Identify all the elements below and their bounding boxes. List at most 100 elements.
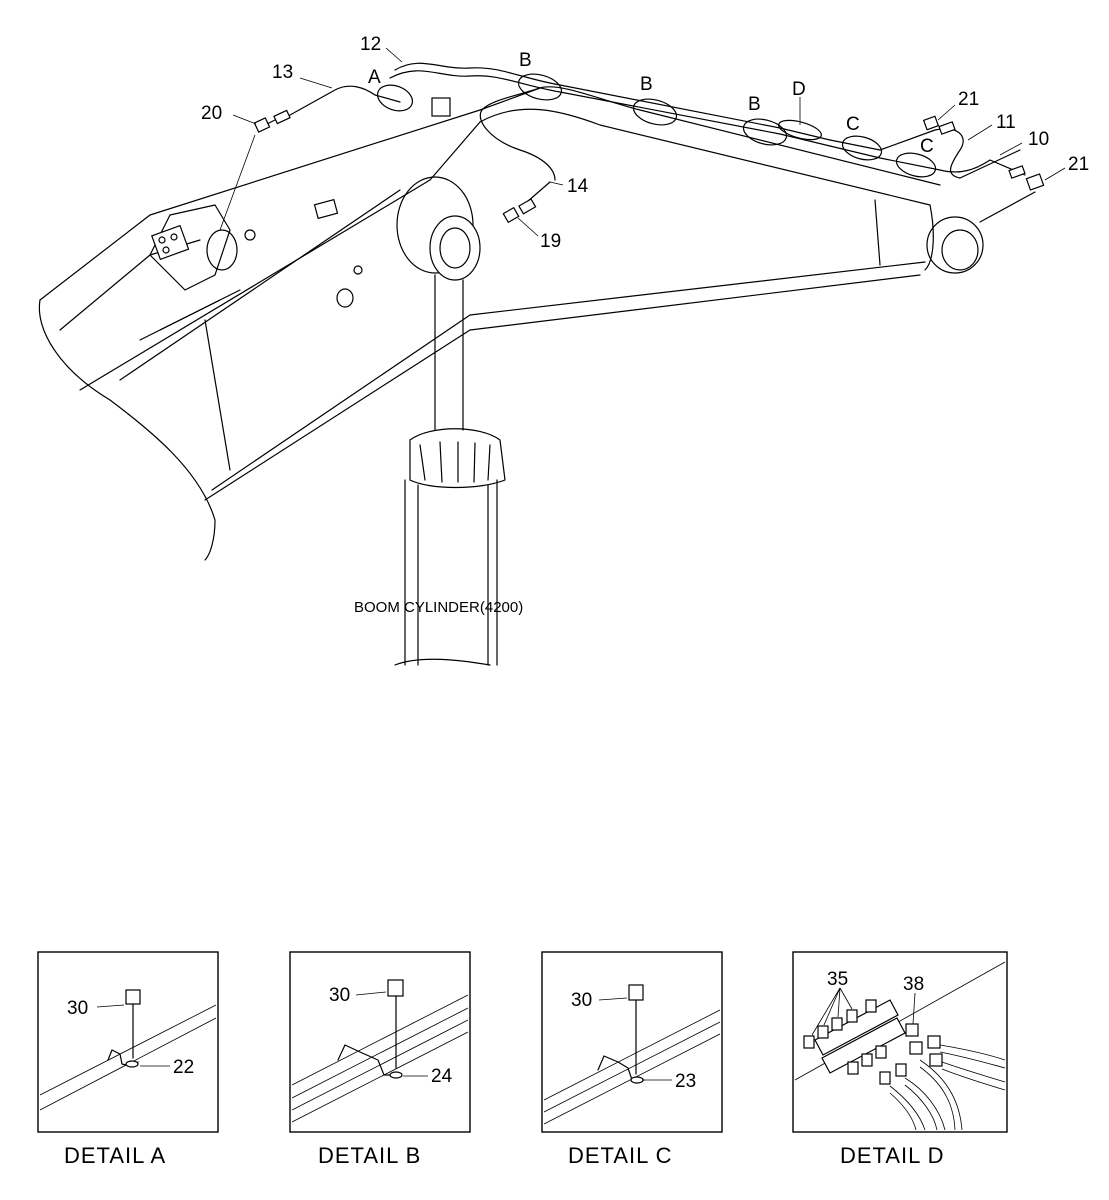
- callout-19: 19: [540, 231, 561, 252]
- detail-marker-a: A: [368, 67, 381, 88]
- fitting-13: [273, 109, 291, 125]
- leader: [811, 987, 841, 1036]
- callout-21-right: 21: [1068, 154, 1089, 175]
- junction-d: [778, 119, 822, 141]
- clamp-c1: [841, 135, 883, 161]
- boom-assembly: [38, 86, 984, 666]
- junction-block-lower: [821, 1017, 906, 1074]
- detail-b-frame: [289, 951, 471, 1133]
- detail-b-caption: DETAIL B: [318, 1143, 421, 1168]
- detail-marker-b1: B: [519, 50, 532, 71]
- fitting: [905, 1023, 919, 1037]
- leader-21b-tick: [1044, 167, 1066, 181]
- boom-outline-left: [38, 299, 216, 561]
- detail-d-callout-35: 35: [827, 969, 848, 990]
- detail-marker-c1: C: [846, 114, 860, 135]
- boom-bottom-edge: [204, 274, 921, 501]
- fitting: [909, 1041, 923, 1055]
- detail-a-caption: DETAIL A: [64, 1143, 166, 1168]
- washer: [125, 1060, 139, 1068]
- fitting: [861, 1053, 873, 1067]
- hose-13: [289, 85, 401, 116]
- leader: [355, 991, 387, 996]
- hose: [941, 1061, 1006, 1083]
- detail-b-callout-24: 24: [431, 1066, 453, 1087]
- detail-c: 30 23 DETAIL C: [541, 951, 723, 1168]
- leader: [96, 1004, 125, 1008]
- fitting-21a: [922, 115, 940, 131]
- fitting: [927, 1035, 941, 1049]
- clamp-block: [313, 198, 339, 220]
- detail-d-caption: DETAIL D: [840, 1143, 945, 1168]
- bolt-head-30: [387, 979, 404, 997]
- pipe-line: [543, 1021, 721, 1113]
- foot-bracket: [149, 204, 231, 291]
- hose-12b: [389, 70, 831, 147]
- detail-c-caption: DETAIL C: [568, 1143, 673, 1168]
- nut: [353, 265, 363, 275]
- pipe-line: [291, 994, 469, 1086]
- gland-ribs: [419, 441, 491, 483]
- clamp-a: [376, 84, 414, 112]
- boom-web-line-1: [204, 319, 231, 471]
- bolt-hole: [170, 233, 178, 241]
- leader-21a: [937, 104, 956, 121]
- detail-d-hoses: [889, 1044, 1006, 1131]
- detail-marker-b2: B: [640, 74, 653, 95]
- callout-14: 14: [567, 176, 589, 197]
- fitting-10: [1008, 165, 1026, 179]
- hose-14: [479, 87, 556, 181]
- fitting-14: [518, 198, 537, 215]
- callout-12: 12: [360, 34, 381, 55]
- clamp-c2: [895, 152, 937, 178]
- boom-outline-top: [39, 87, 541, 301]
- fitting: [831, 1017, 843, 1031]
- detail-d-callout-38: 38: [903, 974, 924, 995]
- boom-web-line-2: [874, 199, 881, 266]
- hose: [941, 1068, 1006, 1091]
- hose: [904, 1077, 946, 1131]
- detail-c-frame: [541, 951, 723, 1133]
- clamp-24: [337, 1044, 399, 1076]
- nose-edge: [924, 204, 934, 271]
- boom-nose-pin: [941, 229, 979, 271]
- bolt-hole: [162, 246, 170, 254]
- boom-side-crease: [79, 121, 481, 391]
- block-fitting: [431, 97, 451, 117]
- cylinder-eye: [429, 215, 481, 281]
- detail-d-frame: [792, 951, 1008, 1133]
- foot-plate: [151, 224, 190, 261]
- fitting-19: [502, 206, 520, 224]
- hose-12: [394, 62, 831, 141]
- leader-13: [299, 77, 333, 89]
- detail-a: 30 22 DETAIL A: [37, 951, 219, 1168]
- leader-11: [967, 124, 993, 141]
- boom-top-edge: [539, 86, 941, 186]
- tube-break: [394, 658, 491, 666]
- junction-block-upper: [814, 999, 899, 1056]
- leader-19: [517, 217, 539, 237]
- fitting-11: [938, 121, 956, 135]
- clamp-b1: [517, 73, 563, 101]
- leader-12: [385, 47, 403, 63]
- detail-c-callout-23: 23: [675, 1071, 696, 1092]
- detail-b: 30 24 DETAIL B: [289, 951, 471, 1168]
- pipe-line: [39, 1004, 217, 1096]
- bolt-head-30: [125, 989, 141, 1005]
- leader: [837, 987, 841, 1018]
- leader-21b: [979, 191, 1036, 223]
- hose-10: [829, 145, 1026, 176]
- detail-a-callout-30: 30: [67, 998, 88, 1019]
- fitting-20: [253, 117, 271, 133]
- leader-14: [549, 181, 564, 186]
- hose: [939, 1051, 1006, 1069]
- hose: [889, 1085, 926, 1131]
- boom-stiffener-2: [159, 289, 241, 331]
- fitting-21b: [1025, 173, 1045, 191]
- pin-boss-left: [206, 229, 238, 271]
- hose: [904, 1084, 938, 1131]
- pipe-line: [291, 1031, 469, 1123]
- fitting: [817, 1025, 829, 1039]
- boom-cylinder-label: BOOM CYLINDER(4200): [354, 599, 523, 616]
- washer: [630, 1076, 644, 1084]
